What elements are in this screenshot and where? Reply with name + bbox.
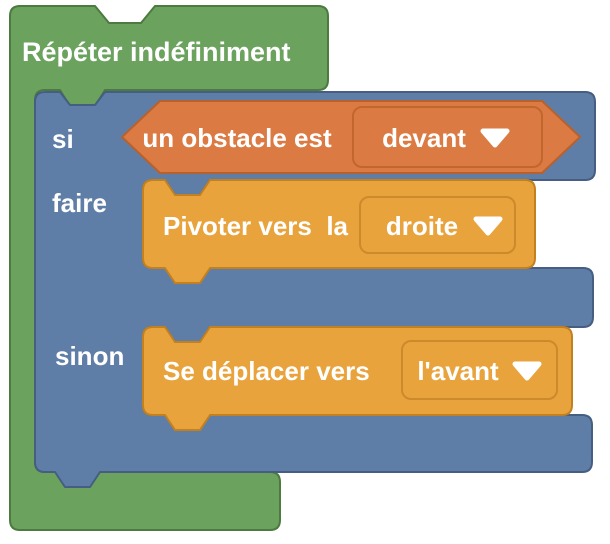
pivot-dropdown-box[interactable] [359, 196, 516, 254]
do-label: faire [52, 188, 107, 218]
dropdown-arrow-icon [512, 361, 542, 381]
pivot-text: Pivoter vers la [163, 211, 349, 241]
move-dropdown-box[interactable] [401, 340, 558, 400]
pivot-dropdown-value: droite [386, 211, 458, 241]
dropdown-arrow-icon [473, 216, 503, 236]
move-dropdown-value: l'avant [417, 356, 499, 386]
condition-dropdown[interactable]: devant [352, 106, 543, 168]
condition-dropdown-box[interactable] [352, 106, 543, 168]
if-else-block[interactable] [34, 91, 596, 488]
repeat-forever-label: Répéter indéfiniment [22, 37, 291, 67]
if-label: si [52, 124, 74, 154]
condition-text: un obstacle est [142, 123, 332, 153]
move-dropdown[interactable]: l'avant [401, 340, 558, 400]
condition-dropdown-value: devant [382, 123, 466, 153]
dropdown-arrow-icon [480, 128, 510, 148]
condition-hexagon-block[interactable] [121, 100, 581, 174]
else-label: sinon [55, 341, 124, 371]
pivot-dropdown[interactable]: droite [359, 196, 516, 254]
pivot-block[interactable] [142, 179, 536, 284]
move-block[interactable] [142, 326, 573, 431]
move-text: Se déplacer vers [163, 356, 370, 386]
